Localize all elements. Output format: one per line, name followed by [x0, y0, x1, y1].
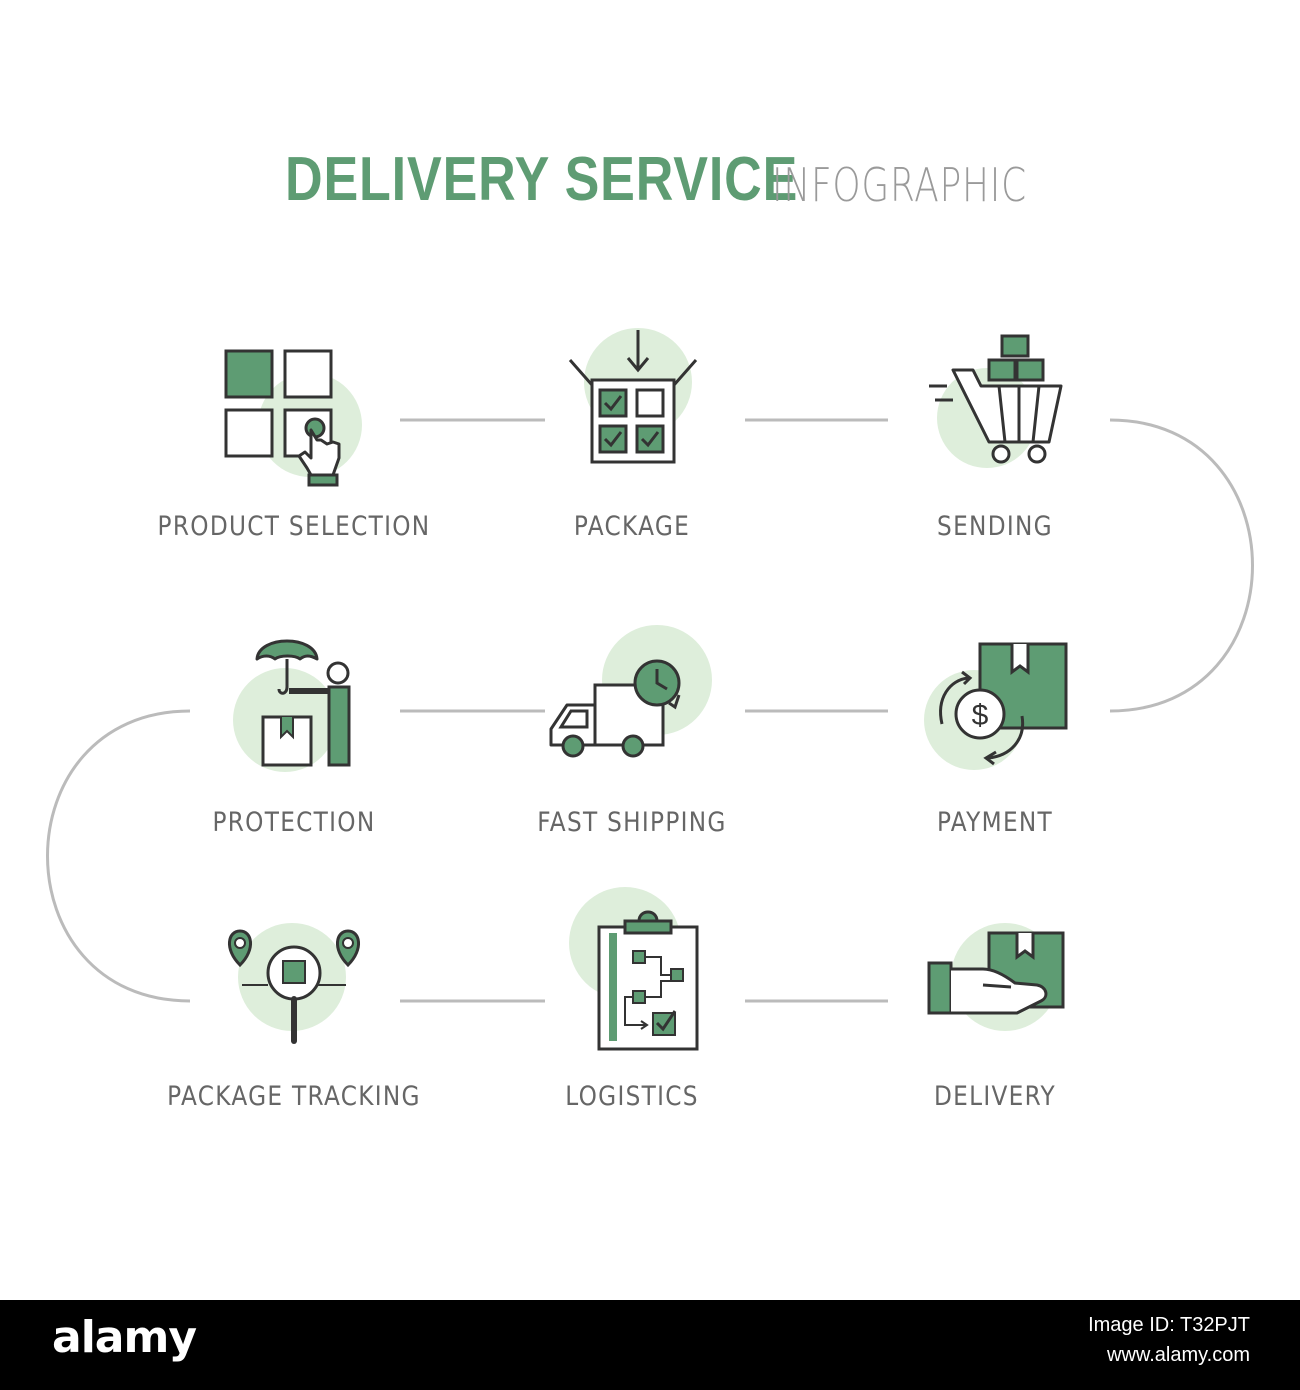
site-url: www.alamy.com: [1107, 1344, 1250, 1366]
title-sub: INFOGRAPHIC: [772, 158, 1027, 212]
payment-box-icon: $: [924, 642, 1068, 770]
connector-3-6: [1109, 418, 1254, 713]
step-label-package-tracking: PACKAGE TRACKING: [167, 1081, 421, 1112]
clipboard-logistics-icon: [569, 887, 699, 1051]
tracking-magnifier-icon: [228, 923, 360, 1044]
title-main: DELIVERY SERVICE: [285, 145, 799, 214]
step-label-logistics: LOGISTICS: [565, 1081, 699, 1112]
step-label-delivery: DELIVERY: [933, 1081, 1057, 1112]
product-selection-icon: [224, 349, 362, 487]
step-label-protection: PROTECTION: [212, 807, 376, 838]
step-label-sending: SENDING: [937, 511, 1053, 542]
footer-bar: alamy Image ID: T32PJT www.alamy.com: [0, 1300, 1300, 1390]
svg-text:$: $: [972, 699, 989, 732]
brand-logo: alamy: [52, 1312, 197, 1363]
step-label-fast-shipping: FAST SHIPPING: [537, 807, 727, 838]
umbrella-protection-icon: [233, 639, 351, 772]
step-label-payment: PAYMENT: [936, 807, 1054, 838]
delivery-truck-icon: [549, 625, 712, 758]
hand-box-icon: [927, 923, 1065, 1031]
connector-4-7: [46, 709, 191, 1003]
connector-lines: [46, 418, 1254, 1003]
infographic-canvas: DELIVERY SERVICE INFOGRAPHIC: [46, 145, 1254, 1112]
image-id: Image ID: T32PJT: [1088, 1314, 1250, 1336]
step-label-product-selection: PRODUCT SELECTION: [157, 511, 431, 542]
step-label-package: PACKAGE: [573, 511, 691, 542]
shopping-cart-icon: [929, 334, 1063, 468]
package-icon: [568, 328, 698, 464]
